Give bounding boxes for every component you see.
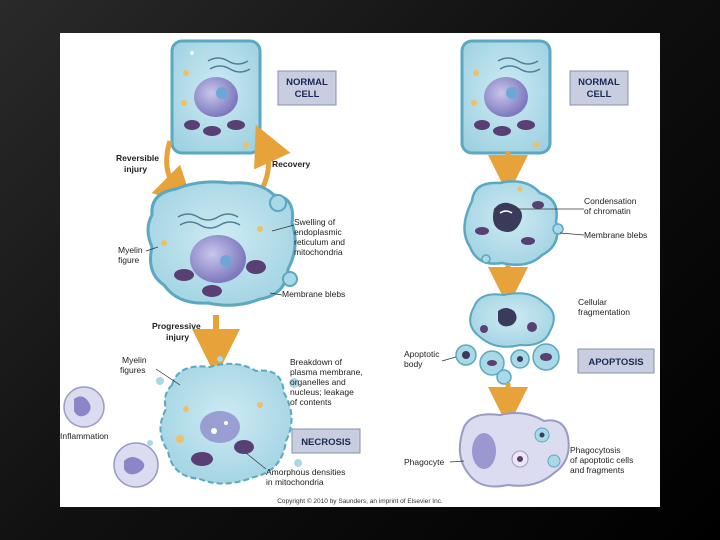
apoptotic-body-label-2: body [404, 359, 423, 369]
phagocyte-cell [458, 412, 570, 488]
inflammatory-cells [63, 386, 159, 488]
amorphous-label-1: Amorphous densities [266, 467, 345, 477]
cellular-fragmentation-label-2: fragmentation [578, 307, 630, 317]
normal-cell-label-right-1: NORMAL [578, 77, 620, 88]
normal-cell-right [460, 39, 552, 155]
necrotic-cell [147, 356, 302, 485]
breakdown-label-2: plasma membrane, [290, 367, 363, 377]
copyright-notice: Copyright © 2010 by Saunders, an imprint… [277, 497, 443, 505]
normal-cell-label-right-2: CELL [587, 89, 612, 100]
breakdown-label-3: organelles and [290, 377, 346, 387]
membrane-blebs-left-leader [269, 292, 283, 296]
condensed-cell [463, 180, 564, 266]
phagocytosis-label-2: of apoptotic cells [570, 455, 633, 465]
swollen-cell [146, 180, 298, 307]
fragmenting-cell [469, 292, 555, 348]
phagocytosis-label-1: Phagocytosis [570, 445, 621, 455]
diagram-panel: NORMAL CELL Reversible injury Recovery [60, 33, 660, 507]
condensation-label-1: Condensation [584, 196, 637, 206]
myelin-figure-label-2: figure [118, 255, 140, 265]
phagocyte-leader [449, 460, 465, 463]
amorphous-label-2: in mitochondria [266, 477, 324, 487]
normal-cell-left [170, 39, 262, 155]
reversible-injury-label-2: injury [124, 164, 147, 174]
swelling-label-2: endoplasmic [294, 227, 342, 237]
swelling-label-4: mitochondria [294, 247, 343, 257]
normal-cell-label-box-right: NORMAL CELL [569, 70, 629, 106]
apoptotic-body-leader [441, 356, 457, 362]
cell-injury-diagram: NORMAL CELL Reversible injury Recovery [60, 39, 655, 505]
recovery-label: Recovery [272, 159, 311, 169]
myelin-figures-label-1: Myelin [122, 355, 147, 365]
phagocyte-label: Phagocyte [404, 457, 444, 467]
condensation-label-2: of chromatin [584, 206, 631, 216]
breakdown-label-1: Breakdown of [290, 357, 343, 367]
normal-cell-label-left-1: NORMAL [286, 77, 328, 88]
breakdown-label-5: of contents [290, 397, 332, 407]
necrosis-label: NECROSIS [301, 437, 351, 448]
breakdown-label-4: nucleus; leakage [290, 387, 354, 397]
phagocytosis-label-3: and fragments [570, 465, 624, 475]
cellular-fragmentation-label-1: Cellular [578, 297, 607, 307]
swelling-label-1: Swelling of [294, 217, 336, 227]
necrosis-label-box: NECROSIS [291, 428, 361, 454]
membrane-blebs-right-leader [559, 232, 585, 236]
apoptosis-label-box: APOPTOSIS [577, 348, 655, 374]
myelin-figures-leader [155, 368, 181, 386]
membrane-blebs-left-label: Membrane blebs [282, 289, 345, 299]
membrane-blebs-right-label: Membrane blebs [584, 230, 647, 240]
myelin-figure-leader [145, 246, 159, 252]
myelin-figures-label-2: figures [120, 365, 146, 375]
swelling-label-3: reticulum and [294, 237, 345, 247]
progressive-injury-label-1: Progressive [152, 321, 201, 331]
reversible-injury-label-1: Reversible [116, 153, 159, 163]
normal-cell-label-box-left: NORMAL CELL [277, 70, 337, 106]
apoptotic-bodies [455, 343, 560, 385]
normal-cell-label-left-2: CELL [295, 89, 320, 100]
progressive-injury-label-2: injury [166, 332, 189, 342]
apoptotic-body-label-1: Apoptotic [404, 349, 440, 359]
amorphous-leader [245, 452, 267, 470]
myelin-figure-label-1: Myelin [118, 245, 143, 255]
recovery-arrow [254, 124, 291, 191]
inflammation-label: Inflammation [60, 431, 109, 441]
swelling-leader [271, 224, 295, 232]
apoptosis-label: APOPTOSIS [588, 357, 643, 368]
